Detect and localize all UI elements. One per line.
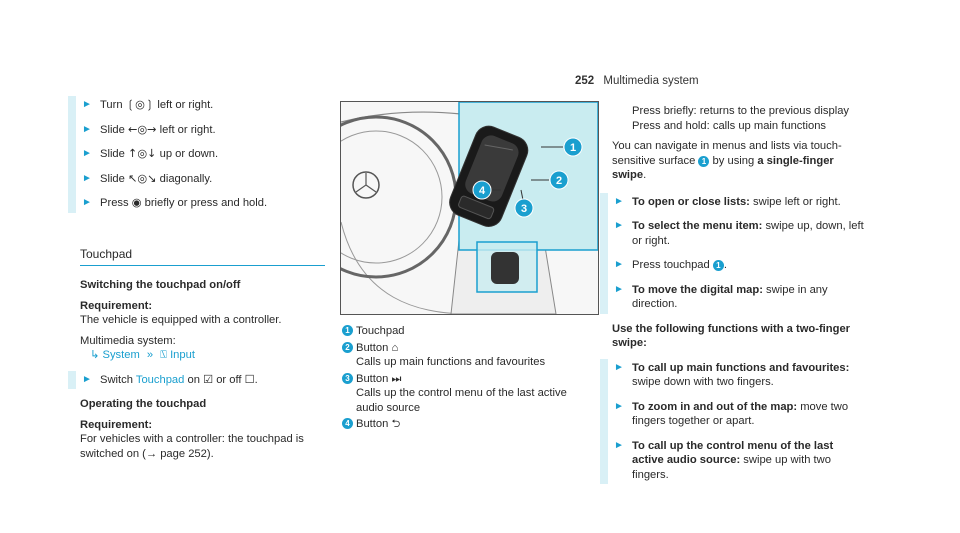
legend-item-3: 3 Button ⏭ Calls up the control menu of … xyxy=(342,372,592,416)
callout-number-icon: 1 xyxy=(712,260,724,271)
step-open-close-lists: ► To open or close lists: swipe left or … xyxy=(614,195,841,208)
step-arrow-icon: ► xyxy=(614,283,624,295)
step-slide-ud: ► Slide ↑◎↓ up or down. xyxy=(82,147,219,160)
input-icon: ⍂ xyxy=(160,348,167,361)
step-slide-lr: ► Slide ←◎→ left or right. xyxy=(82,122,216,136)
controller-slide-ud-icon: ↑◎↓ xyxy=(128,147,157,160)
step-select-menu-item: ► To select the menu item: swipe up, dow… xyxy=(614,220,864,247)
callout-number-icon: 3 xyxy=(342,372,353,384)
step-arrow-icon: ► xyxy=(82,172,92,184)
svg-text:2: 2 xyxy=(556,175,562,187)
step-press: ► Press ◉ briefly or press and hold. xyxy=(82,196,268,209)
touchpad-illustration: 1 2 3 4 xyxy=(340,101,599,315)
step-turn: ► Turn ❲◎❳ left or right. xyxy=(82,98,214,111)
callout-number-icon: 4 xyxy=(342,418,353,429)
controller-slide-lr-icon: ←◎→ xyxy=(128,122,157,136)
svg-text:1: 1 xyxy=(570,142,576,154)
subheading-switching: Switching the touchpad on/off xyxy=(80,279,241,291)
step-press-touchpad: ► Press touchpad 1. xyxy=(614,259,727,271)
step-switch-touchpad: ► Switch Touchpad on ☑ or off ☐. xyxy=(82,372,258,386)
callout-1: 1 xyxy=(541,137,583,157)
right-column: Press briefly: returns to the previous d… xyxy=(600,104,867,492)
step-arrow-icon: ► xyxy=(82,197,92,208)
callout-4: 4 xyxy=(472,180,501,200)
step-move-map: ► To move the digital map: swipe in any … xyxy=(614,283,828,311)
step-arrow-icon: ► xyxy=(614,220,624,231)
requirement-label-2: Requirement: xyxy=(80,418,153,431)
page-header: 252 Multimedia sy­stem xyxy=(575,74,699,89)
step-audio-control-menu: ► To call up the control menu of the las… xyxy=(614,439,834,481)
legend-item-1: 1 Touchpad xyxy=(342,324,592,339)
emblem-icon xyxy=(352,171,380,199)
checkbox-empty-icon: ☐ xyxy=(244,372,255,386)
controller-turn-icon: ❲◎❳ xyxy=(125,98,155,111)
step-arrow-icon: ► xyxy=(82,148,92,159)
step-arrow-icon: ► xyxy=(82,99,92,110)
svg-text:4: 4 xyxy=(479,185,486,197)
step-main-functions: ► To call up main functions and favourit… xyxy=(614,361,850,389)
requirement-label: Requirement: xyxy=(80,299,153,312)
callout-3: 3 xyxy=(514,189,534,218)
callout-2: 2 xyxy=(531,170,569,190)
touchpad-zoom-device xyxy=(449,125,529,227)
navigation-intro: You can navigate in menus and lists via … xyxy=(612,140,842,181)
section-title-touchpad: Touchpad xyxy=(80,247,325,266)
left-column: ► Turn ❲◎❳ left or right. ► Slide ←◎→ le… xyxy=(68,96,325,461)
menu-separator-icon: » xyxy=(146,349,154,361)
press-hold-text: Press and hold: calls up main functions xyxy=(632,119,827,132)
menu-input-link[interactable]: Input xyxy=(170,349,195,361)
step-zoom-map: ► To zoom in and out of the map: move tw… xyxy=(614,400,849,428)
figure-legend: 1 Touchpad 2 Button ⌂ Calls up main func… xyxy=(342,324,592,434)
step-arrow-icon: ► xyxy=(614,361,624,373)
submenu-arrow-icon: ↳ xyxy=(90,349,100,361)
step-arrow-icon: ► xyxy=(82,373,92,385)
legend-item-2: 2 Button ⌂ Calls up main functions and f… xyxy=(342,341,592,370)
touchpad-illustration-svg: 1 2 3 4 xyxy=(341,102,598,314)
touchpad-setting-link[interactable]: Touchpad xyxy=(135,373,185,386)
requirement-text: The vehicle is equipped with a controlle… xyxy=(80,314,282,326)
page-section-title: Multimedia sy­stem xyxy=(603,75,699,87)
callout-number-icon: 1 xyxy=(342,325,353,336)
page-number: 252 xyxy=(575,75,595,87)
legend-item-4: 4 Button ⮌ xyxy=(342,417,592,432)
two-finger-heading: Use the following functions with a two-f… xyxy=(612,322,851,350)
callout-number-icon: 1 xyxy=(698,155,710,167)
controller-press-icon: ◉ xyxy=(131,196,142,209)
menu-path: Multimedia system: ↳ System » ⍂ Input xyxy=(80,334,195,362)
checkbox-checked-icon: ☑ xyxy=(203,372,214,386)
step-arrow-icon: ► xyxy=(614,439,624,451)
step-arrow-icon: ► xyxy=(614,400,624,412)
press-brief-text: Press briefly: returns to the previous d… xyxy=(632,105,850,117)
step-arrow-icon: ► xyxy=(82,123,92,135)
step-arrow-icon: ► xyxy=(614,195,624,207)
subheading-operating: Operating the touchpad xyxy=(80,398,207,410)
menu-system-link[interactable]: System xyxy=(102,349,140,361)
step-arrow-icon: ► xyxy=(614,259,624,270)
requirement-text-2: For vehicles with a controller: the touc… xyxy=(80,433,304,460)
step-slide-diag: ► Slide ↖◎↘ diagonally. xyxy=(82,171,213,185)
controller-slide-diag-icon: ↖◎↘ xyxy=(128,171,157,185)
callout-number-icon: 2 xyxy=(342,341,353,353)
svg-text:3: 3 xyxy=(521,203,527,215)
